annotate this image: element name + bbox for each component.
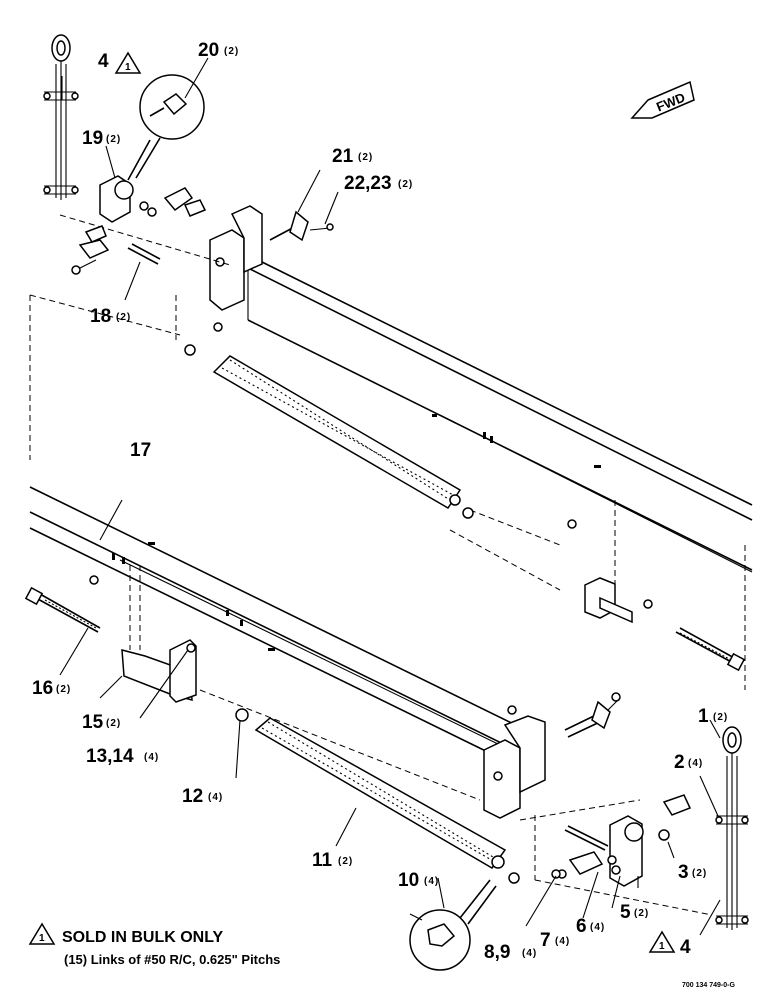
svg-text:10: 10 [398, 870, 419, 891]
svg-text:(2): (2) [116, 312, 131, 323]
callout-4-top: 4 1 [98, 51, 142, 74]
callout-3: 3 (2) [678, 862, 707, 883]
svg-text:4: 4 [680, 937, 691, 958]
svg-text:(4): (4) [590, 922, 605, 933]
svg-text:(2): (2) [338, 856, 353, 867]
svg-text:13,14: 13,14 [86, 746, 134, 767]
legend-title: SOLD IN BULK ONLY [62, 929, 224, 946]
svg-text:(4): (4) [208, 792, 223, 803]
callout-22-23: 22,23 (2) [344, 173, 413, 194]
callout-1: 1 (2) [698, 706, 728, 727]
svg-text:22,23: 22,23 [344, 173, 392, 194]
callout-19: 19 (2) [82, 128, 121, 149]
lower-beam [29, 486, 533, 759]
svg-text:3: 3 [678, 862, 689, 883]
leader-lines [59, 57, 721, 936]
svg-text:(2): (2) [713, 712, 728, 723]
callout-15: 15 (2) [82, 712, 121, 733]
upper-left-bracket [209, 205, 263, 311]
svg-text:19: 19 [82, 128, 103, 149]
svg-text:5: 5 [620, 902, 631, 923]
svg-text:6: 6 [576, 916, 587, 937]
upper-spring [212, 355, 462, 510]
upper-left-hardware [71, 175, 334, 275]
callout-20: 20 (2) [198, 40, 239, 61]
lower-right-bracket [483, 715, 546, 819]
svg-text:(2): (2) [106, 134, 121, 145]
callout-18: 18 (2) [90, 306, 131, 327]
svg-text:(4): (4) [424, 876, 439, 887]
callout-12: 12 (4) [182, 786, 223, 807]
callout-7: 7 (4) [540, 930, 570, 951]
svg-text:(4): (4) [555, 936, 570, 947]
svg-text:(2): (2) [56, 684, 71, 695]
svg-text:20: 20 [198, 40, 219, 61]
chain-upper-left [43, 34, 79, 200]
warning-triangle-icon [114, 51, 142, 74]
svg-text:15: 15 [82, 712, 104, 733]
svg-text:1: 1 [39, 933, 46, 944]
svg-text:1: 1 [698, 706, 709, 727]
callout-21: 21 (2) [332, 146, 373, 167]
lower-left-bracket [121, 639, 197, 703]
svg-text:(2): (2) [106, 718, 121, 729]
svg-text:(2): (2) [634, 908, 649, 919]
svg-text:7: 7 [540, 930, 551, 951]
legend: 1 SOLD IN BULK ONLY (15) Links of #50 R/… [28, 922, 280, 967]
callout-11: 11 (2) [312, 850, 353, 871]
small-hardware [89, 322, 670, 884]
svg-text:(2): (2) [358, 152, 373, 163]
callout-4-bottom: 1 4 [648, 930, 691, 958]
svg-text:1: 1 [125, 62, 132, 73]
exploded-view-lines [29, 214, 746, 916]
svg-text:11: 11 [312, 850, 333, 871]
svg-text:1: 1 [659, 941, 666, 952]
svg-text:(2): (2) [692, 868, 707, 879]
legend-note: (15) Links of #50 R/C, 0.625" Pitchs [64, 952, 280, 967]
svg-text:(2): (2) [398, 179, 413, 190]
lower-right-hardware [551, 699, 692, 887]
detail-circle-10 [409, 879, 497, 971]
lower-spring [254, 717, 507, 869]
document-number: 700 134 749-0-G [682, 982, 735, 989]
callout-6: 6 (4) [576, 916, 605, 937]
warning-triangle-icon [648, 930, 676, 953]
fwd-label: FWD [654, 90, 687, 115]
callout-17: 17 [130, 440, 151, 461]
callout-8-9: 8,9 (4) [484, 942, 537, 963]
svg-text:12: 12 [182, 786, 203, 807]
callout-16: 16 (2) [32, 678, 71, 699]
upper-right-bracket [584, 577, 633, 624]
long-bolts [24, 586, 746, 672]
callout-10: 10 (4) [398, 870, 439, 891]
svg-text:(4): (4) [144, 752, 159, 763]
svg-text:2: 2 [674, 752, 685, 773]
chain-lower-right [715, 726, 749, 930]
svg-text:16: 16 [32, 678, 53, 699]
svg-text:18: 18 [90, 306, 111, 327]
svg-text:4: 4 [98, 51, 109, 72]
svg-text:(4): (4) [522, 948, 537, 959]
svg-text:17: 17 [130, 440, 151, 461]
detail-circle-20 [127, 74, 205, 181]
svg-text:(2): (2) [224, 46, 239, 57]
svg-text:(4): (4) [688, 758, 703, 769]
fwd-arrow-icon: FWD [630, 80, 695, 119]
callout-2: 2 (4) [674, 752, 703, 773]
svg-text:8,9: 8,9 [484, 942, 510, 963]
callout-13-14: 13,14 (4) [86, 746, 159, 767]
svg-text:21: 21 [332, 146, 354, 167]
warning-triangle-icon [28, 922, 56, 945]
callout-5: 5 (2) [620, 902, 649, 923]
